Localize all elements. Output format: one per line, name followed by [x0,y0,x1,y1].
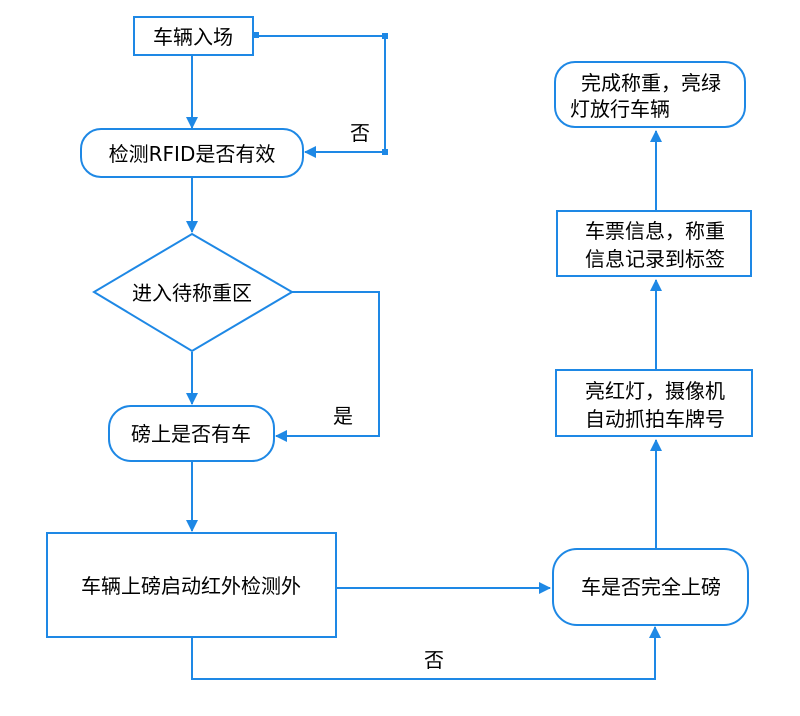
node-car-on-scale-label: 磅上是否有车 [131,422,251,446]
node-record-ticket-line1: 车票信息，称重 [585,219,725,243]
node-record-ticket-line2: 信息记录到标签 [585,247,725,271]
edge-label-rfid-no: 否 [350,121,370,145]
node-check-rfid-label: 检测RFID是否有效 [109,142,276,166]
node-light-camera-line2: 自动抓拍车牌号 [585,407,725,431]
node-infrared-start [46,532,337,638]
connector-dot [253,32,259,38]
node-enter-weigh-zone-label: 进入待称重区 [132,281,252,305]
edge-label-bottom-no: 否 [424,648,444,672]
node-light-camera-line1: 亮红灯，摄像机 [585,379,725,403]
node-vehicle-enter-label: 车辆入场 [153,25,233,49]
node-enter-weigh-zone [92,232,294,353]
edge-rfid-no-loop [258,35,386,158]
node-record-ticket [556,210,752,277]
node-complete-weigh-line1: 完成称重，亮绿 [581,71,721,95]
node-check-rfid [80,128,304,178]
node-vehicle-enter [133,16,254,56]
node-light-camera [555,369,753,437]
node-car-on-scale [108,405,275,462]
connector-dot [382,33,388,39]
node-fully-on-scale [552,548,749,626]
node-complete-weigh-line2: 灯放行车辆 [570,97,670,121]
node-infrared-start-label: 车辆上磅启动红外检测外 [81,574,301,598]
edge-zone-yes [275,291,380,442]
node-complete-weigh [554,61,746,128]
edge-label-zone-yes: 是 [333,404,353,428]
node-fully-on-scale-label: 车是否完全上磅 [581,575,721,599]
connector-dot [382,149,388,155]
edge-bottom-no [191,626,661,680]
